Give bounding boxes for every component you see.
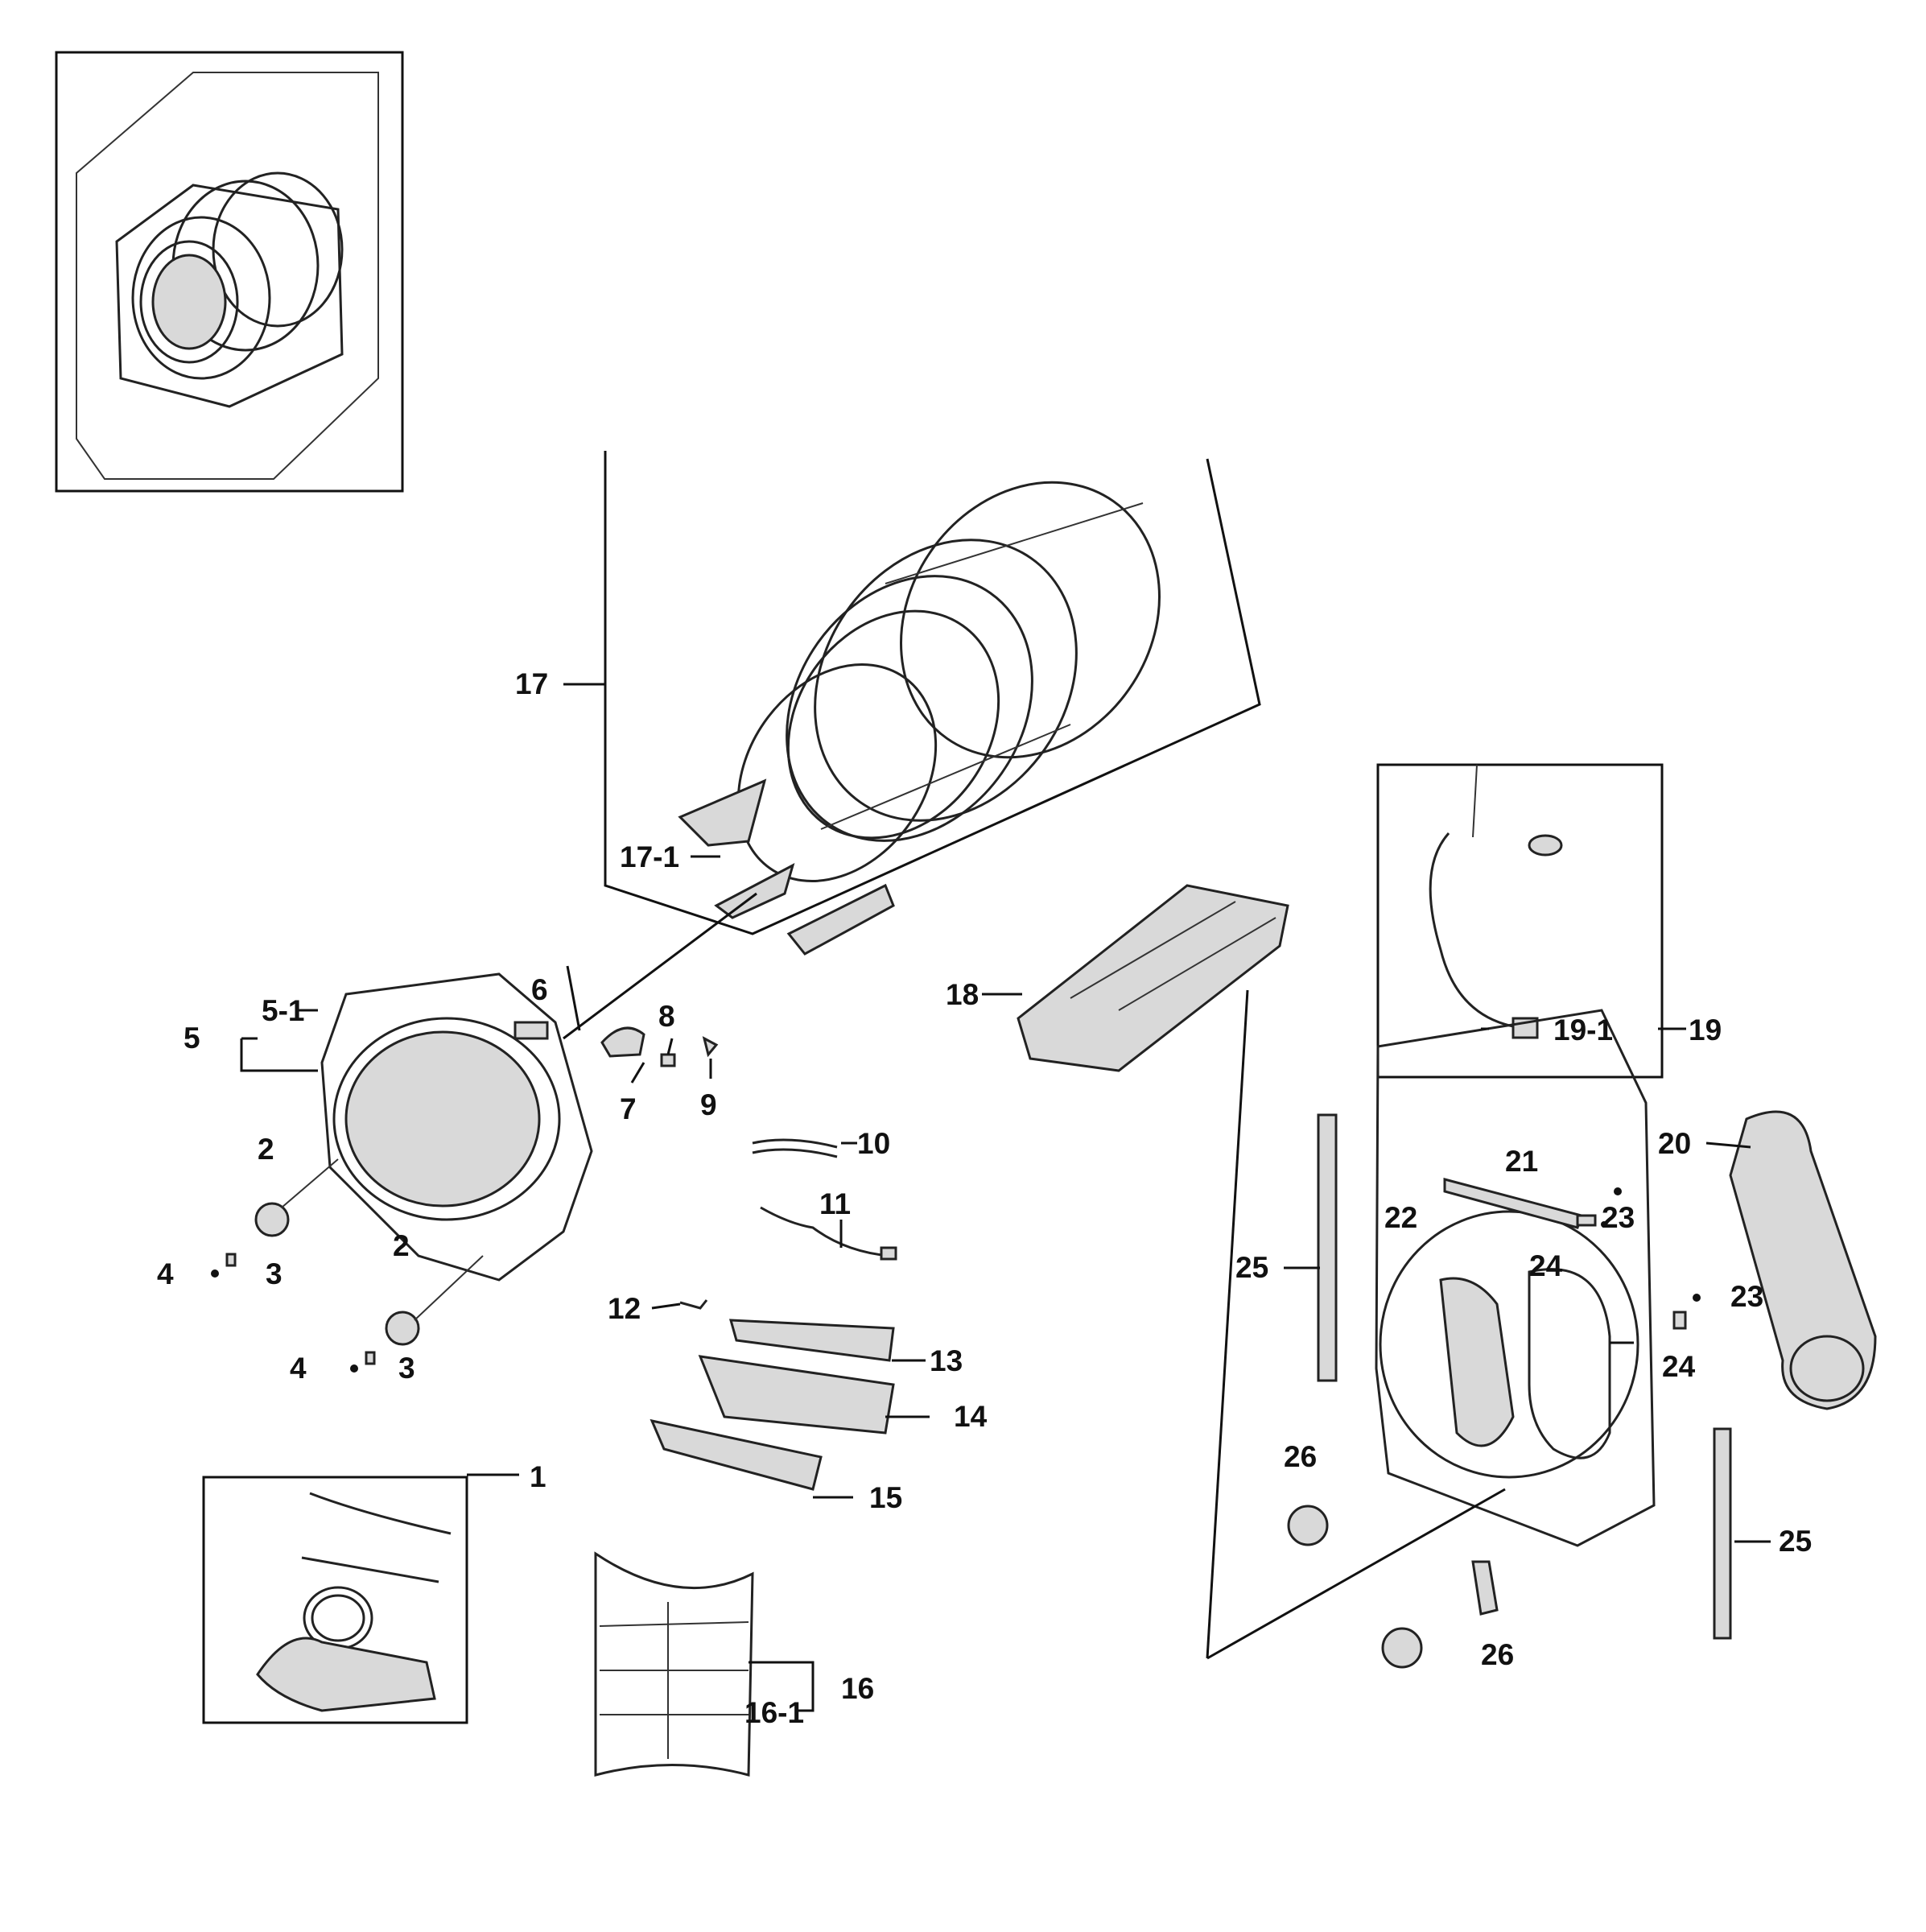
label-12: 12 <box>608 1292 641 1325</box>
overview-inset <box>55 51 404 493</box>
overview-drum-assembly <box>115 171 344 408</box>
label-23b: 23 <box>1730 1280 1763 1313</box>
label-26a: 26 <box>1284 1440 1317 1473</box>
label-10: 10 <box>857 1127 890 1160</box>
label-11: 11 <box>819 1187 851 1220</box>
heater-grille <box>1017 884 1289 1072</box>
side-rails <box>1317 1113 1732 1640</box>
label-26b: 26 <box>1481 1638 1514 1671</box>
label-15: 15 <box>869 1481 902 1514</box>
label-19-1: 19-1 <box>1553 1013 1613 1046</box>
label-17-1: 17-1 <box>620 840 679 873</box>
duct-kit-group <box>202 1476 468 1724</box>
label-3a: 3 <box>266 1257 283 1290</box>
label-4a: 4 <box>157 1257 174 1290</box>
wire-parts <box>679 1138 897 1310</box>
sensor-harness-group <box>1376 763 1664 1079</box>
label-6: 6 <box>531 973 548 1006</box>
label-16: 16 <box>841 1672 874 1705</box>
label-20: 20 <box>1658 1127 1691 1160</box>
rear-panel <box>1375 1009 1656 1547</box>
label-13: 13 <box>930 1344 963 1377</box>
drum <box>736 481 1161 882</box>
hinge-parts <box>211 1158 484 1373</box>
label-14: 14 <box>954 1400 988 1433</box>
rear-duct <box>1729 1110 1877 1410</box>
callout-leaders <box>240 683 1771 1712</box>
label-8: 8 <box>658 1000 675 1033</box>
door-switch-parts <box>600 1026 719 1067</box>
label-5: 5 <box>184 1022 200 1055</box>
label-5-1: 5-1 <box>262 994 304 1027</box>
label-22: 22 <box>1384 1201 1417 1234</box>
label-16-1: 16-1 <box>744 1696 804 1729</box>
label-25b: 25 <box>1779 1525 1812 1558</box>
rear-rollers <box>1287 1505 1499 1669</box>
label-24a: 24 <box>1529 1249 1563 1282</box>
label-25a: 25 <box>1235 1251 1268 1284</box>
drum-lifter <box>678 778 895 956</box>
label-2b: 2 <box>393 1229 410 1262</box>
filter-housing-parts <box>650 1319 895 1491</box>
label-1: 1 <box>530 1460 546 1493</box>
label-3b: 3 <box>398 1352 415 1385</box>
part-labels: 1 2 2 3 3 4 4 5 5-1 6 7 8 9 10 11 12 13 … <box>157 667 1812 1729</box>
front-panel <box>320 972 593 1282</box>
lint-filter <box>594 1551 754 1777</box>
rear-bracket-parts <box>1443 1178 1701 1330</box>
label-7: 7 <box>620 1092 637 1125</box>
label-2a: 2 <box>258 1133 274 1166</box>
label-17: 17 <box>515 667 548 700</box>
drum-assembly-group <box>563 451 1261 1040</box>
label-23a: 23 <box>1602 1201 1635 1234</box>
label-9: 9 <box>700 1088 717 1121</box>
label-21: 21 <box>1505 1145 1538 1178</box>
label-18: 18 <box>946 978 979 1011</box>
label-4b: 4 <box>290 1352 307 1385</box>
label-19: 19 <box>1689 1013 1722 1046</box>
label-24b: 24 <box>1662 1350 1696 1383</box>
